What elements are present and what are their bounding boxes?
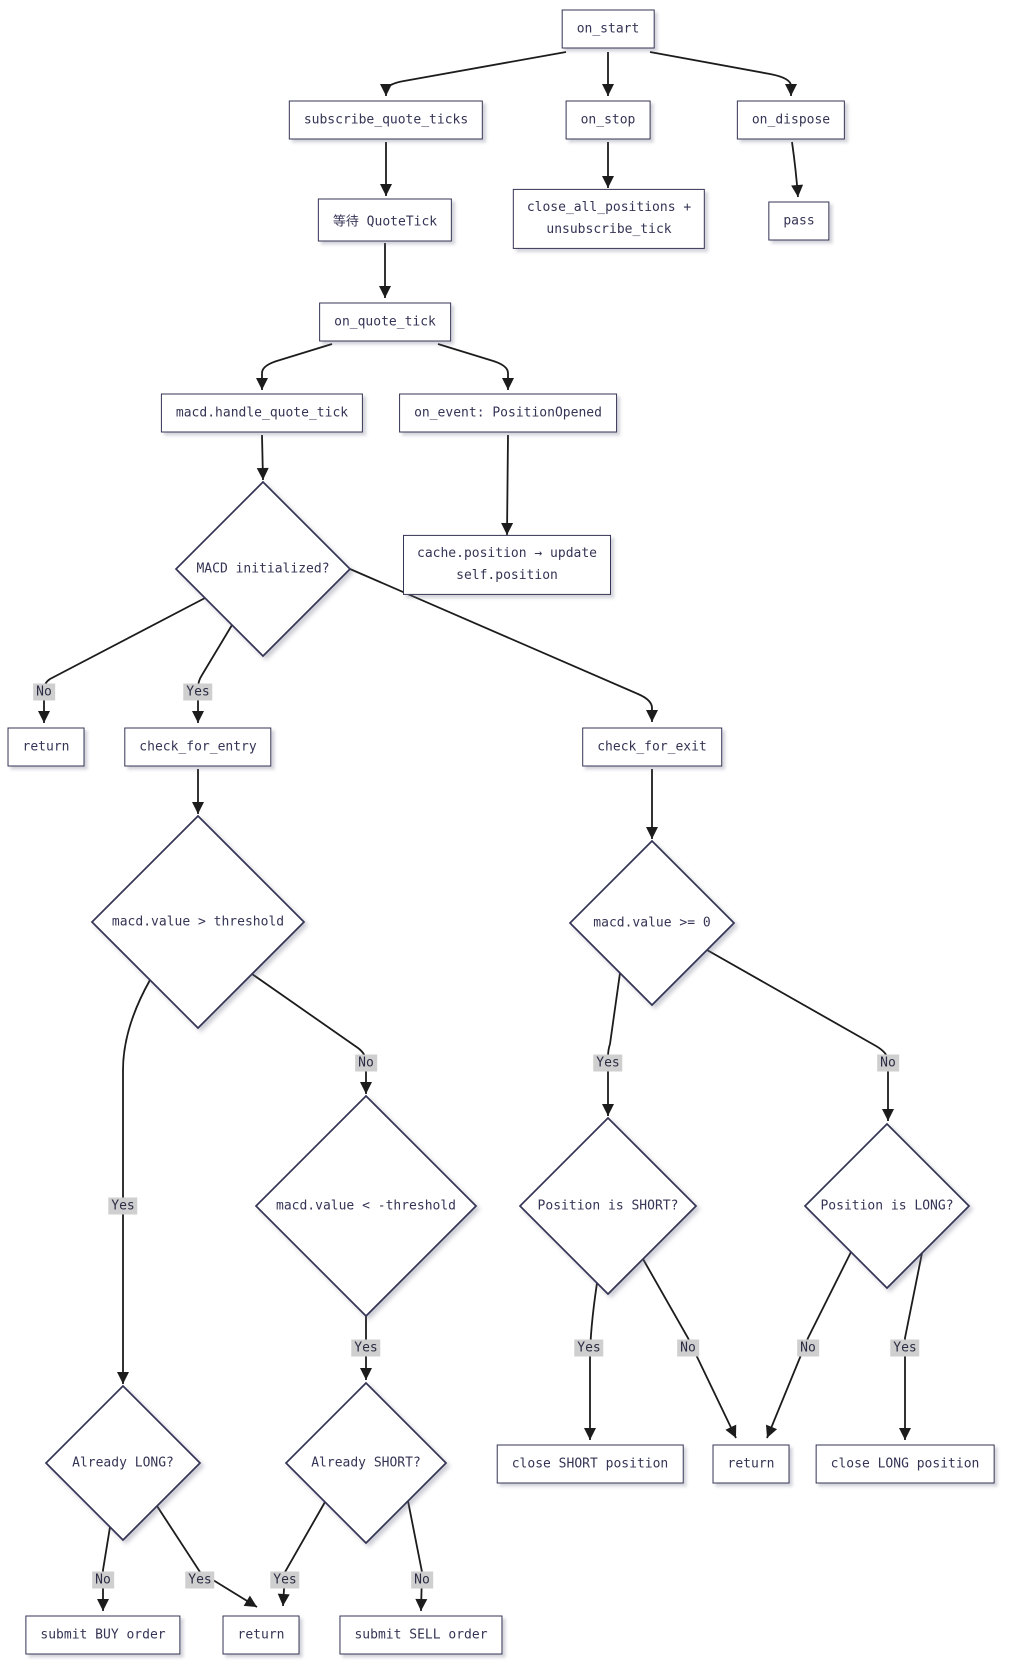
edge-label-yes: Yes [270,1571,300,1589]
edge-posshort-yes-closeshort [584,1282,598,1440]
decision-shape-already-short [284,1381,448,1545]
edge-label-yes: Yes [185,1571,215,1589]
node-close-all-positions: close_all_positions + unsubscribe_tick [512,188,706,250]
edge-onevent-cache [501,434,514,536]
edge-macdgt-yes-alreadylong [117,979,151,1384]
decision-shape-macd-ge-zero [568,839,736,1007]
decision-label-position-is-long: Position is LONG? [820,1198,954,1214]
edge-alreadylong-no-buy [97,1526,111,1611]
decision-shapes [44,480,971,1545]
edge-posshort-no-return [642,1258,737,1439]
edge-alreadylong-yes-return [156,1505,258,1608]
edge-label-no: No [677,1339,699,1357]
edge-label-no: No [92,1571,114,1589]
decision-shape-macd-lt-neg-threshold [254,1094,478,1318]
edge-onstart-ondispose [649,51,797,96]
node-on-stop: on_stop [565,100,651,140]
decision-label-macd-gt-threshold: macd.value > threshold [111,914,285,930]
edge-label-no: No [797,1339,819,1357]
node-on-quote-tick: on_quote_tick [319,302,451,342]
decision-label-macd-lt-neg-threshold: macd.value < -threshold [275,1198,457,1214]
flowchart-edges [38,51,923,1612]
node-check-for-entry: check_for_entry [124,727,272,767]
edge-label-no: No [33,683,55,701]
decision-label-already-long: Already LONG? [72,1455,174,1471]
edge-onquotetick-onevent [437,343,514,390]
edge-label-yes: Yes [574,1339,604,1357]
decision-shape-already-long [44,1384,202,1542]
edge-poslong-no-return [766,1251,852,1439]
edge-label-yes: Yes [890,1339,920,1357]
node-subscribe-quote-ticks: subscribe_quote_ticks [288,100,484,140]
decision-label-macd-ge-zero: macd.value >= 0 [593,915,711,931]
edge-macdge-yes-posshort [602,972,621,1116]
edge-macdinit-checkexit [349,568,658,722]
node-on-start: on_start [561,9,655,49]
edge-alreadyshort-no-sell [407,1500,428,1612]
decision-label-position-is-short: Position is SHORT? [537,1198,679,1214]
edge-alreadyshort-yes-return [277,1501,326,1607]
edge-ondispose-pass [791,141,804,198]
decision-shape-position-is-short [518,1116,698,1296]
edge-onstart-subscribe [380,51,567,96]
edge-label-yes: Yes [108,1197,138,1215]
edge-label-yes: Yes [351,1339,381,1357]
edge-label-no: No [355,1054,377,1072]
node-pass: pass [768,201,830,241]
edge-onquotetick-macdhandle [256,343,333,390]
node-macd-handle-quote-tick: macd.handle_quote_tick [160,393,364,433]
decision-shape-macd-gt-threshold [90,814,306,1030]
node-on-dispose: on_dispose [736,100,846,140]
node-check-for-exit: check_for_exit [582,727,722,767]
decision-shape-position-is-long [803,1122,971,1290]
edge-macdge-no-poslong [706,949,894,1121]
node-wait-quotetick: 等待 QuoteTick [317,198,453,242]
node-close-all-line2: unsubscribe_tick [546,222,672,237]
edge-macdinit-no-return [38,597,206,723]
decision-label-macd-initialized: MACD initialized? [196,561,330,577]
edge-label-yes: Yes [183,683,213,701]
node-return-entry: return [7,727,85,767]
edge-macdhandle-macdinit [256,434,269,481]
edge-poslong-yes-closelong [899,1252,923,1440]
node-cache-line1: cache.position → update [416,545,598,561]
node-return-bottom: return [222,1615,300,1655]
edge-label-yes: Yes [593,1054,623,1072]
node-close-short-position: close SHORT position [496,1444,684,1484]
edge-macdinit-yes-checkentry [192,624,233,723]
node-cache-line2: self.position [456,568,558,583]
node-on-event-position-opened: on_event: PositionOpened [399,393,617,433]
node-close-long-position: close LONG position [815,1444,995,1484]
node-return-exit: return [712,1444,790,1484]
node-close-all-line1: close_all_positions + [526,199,692,215]
edge-macdgt-no-macdlt [251,973,372,1094]
decision-shape-macd-initialized [174,480,352,658]
edge-label-no: No [877,1054,899,1072]
edge-label-no: No [411,1571,433,1589]
node-submit-sell-order: submit SELL order [339,1615,503,1655]
decision-label-already-short: Already SHORT? [311,1455,421,1471]
node-submit-buy-order: submit BUY order [25,1615,181,1655]
node-cache-position-update: cache.position → update self.position [402,534,612,596]
